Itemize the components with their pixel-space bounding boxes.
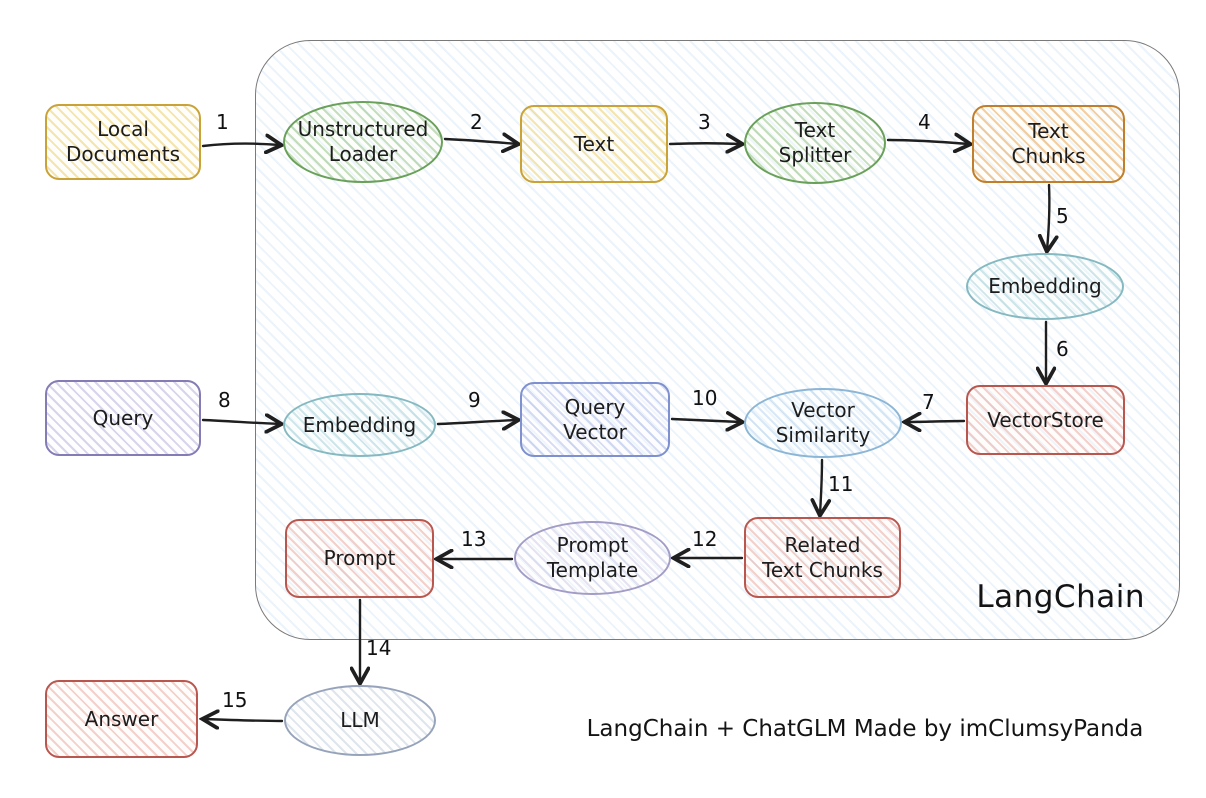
node-label: Vector Similarity [775,398,871,447]
edge-label-10: 10 [692,386,718,410]
edge-label-14: 14 [366,636,392,660]
node-label: Query [92,405,154,430]
edge-label-13: 13 [461,527,487,551]
node-unstructured-loader: Unstructured Loader [283,101,443,183]
node-label: Prompt Template [546,533,639,582]
node-label: Query Vector [563,394,627,444]
node-label: Text [573,131,615,156]
edge-label-5: 5 [1056,204,1069,228]
edge-label-4: 4 [918,110,931,134]
node-query: Query [45,380,201,456]
node-prompt-template: Prompt Template [514,521,671,595]
node-vectorstore: VectorStore [966,385,1125,455]
node-text: Text [520,105,668,183]
edge-label-12: 12 [692,527,718,551]
node-label: Answer [84,706,159,731]
node-vector-similarity: Vector Similarity [744,388,902,458]
edge-label-11: 11 [828,472,854,496]
node-label: VectorStore [987,407,1104,432]
arrow-15 [204,719,284,721]
node-prompt: Prompt [285,519,434,598]
node-text-splitter: Text Splitter [744,102,886,184]
node-label: LLM [340,708,380,732]
node-embedding-query: Embedding [283,393,436,457]
edge-label-8: 8 [218,388,231,412]
node-related-text-chunks: Related Text Chunks [744,517,901,598]
node-label: Unstructured Loader [297,117,429,166]
node-label: Embedding [988,274,1102,298]
edge-label-3: 3 [698,110,711,134]
langchain-label: LangChain [976,579,1145,615]
edge-label-1: 1 [216,110,229,134]
edge-label-2: 2 [470,110,483,134]
node-text-chunks: Text Chunks [972,105,1125,183]
edge-label-15: 15 [222,688,248,712]
edge-label-6: 6 [1056,337,1069,361]
node-label: Local Documents [65,117,181,166]
node-label: Text Chunks [1011,119,1086,168]
caption: LangChain + ChatGLM Made by imClumsyPand… [586,716,1144,742]
node-query-vector: Query Vector [520,382,670,457]
node-label: Embedding [302,412,417,437]
edge-label-7: 7 [922,390,935,414]
edge-label-9: 9 [468,388,481,412]
node-embedding-docs: Embedding [966,253,1124,320]
node-llm: LLM [284,685,436,756]
node-answer: Answer [45,680,198,758]
node-label: Related Text Chunks [762,532,883,582]
node-label: Text Splitter [778,118,852,167]
node-label: Prompt [323,546,396,570]
node-local-documents: Local Documents [45,104,201,180]
